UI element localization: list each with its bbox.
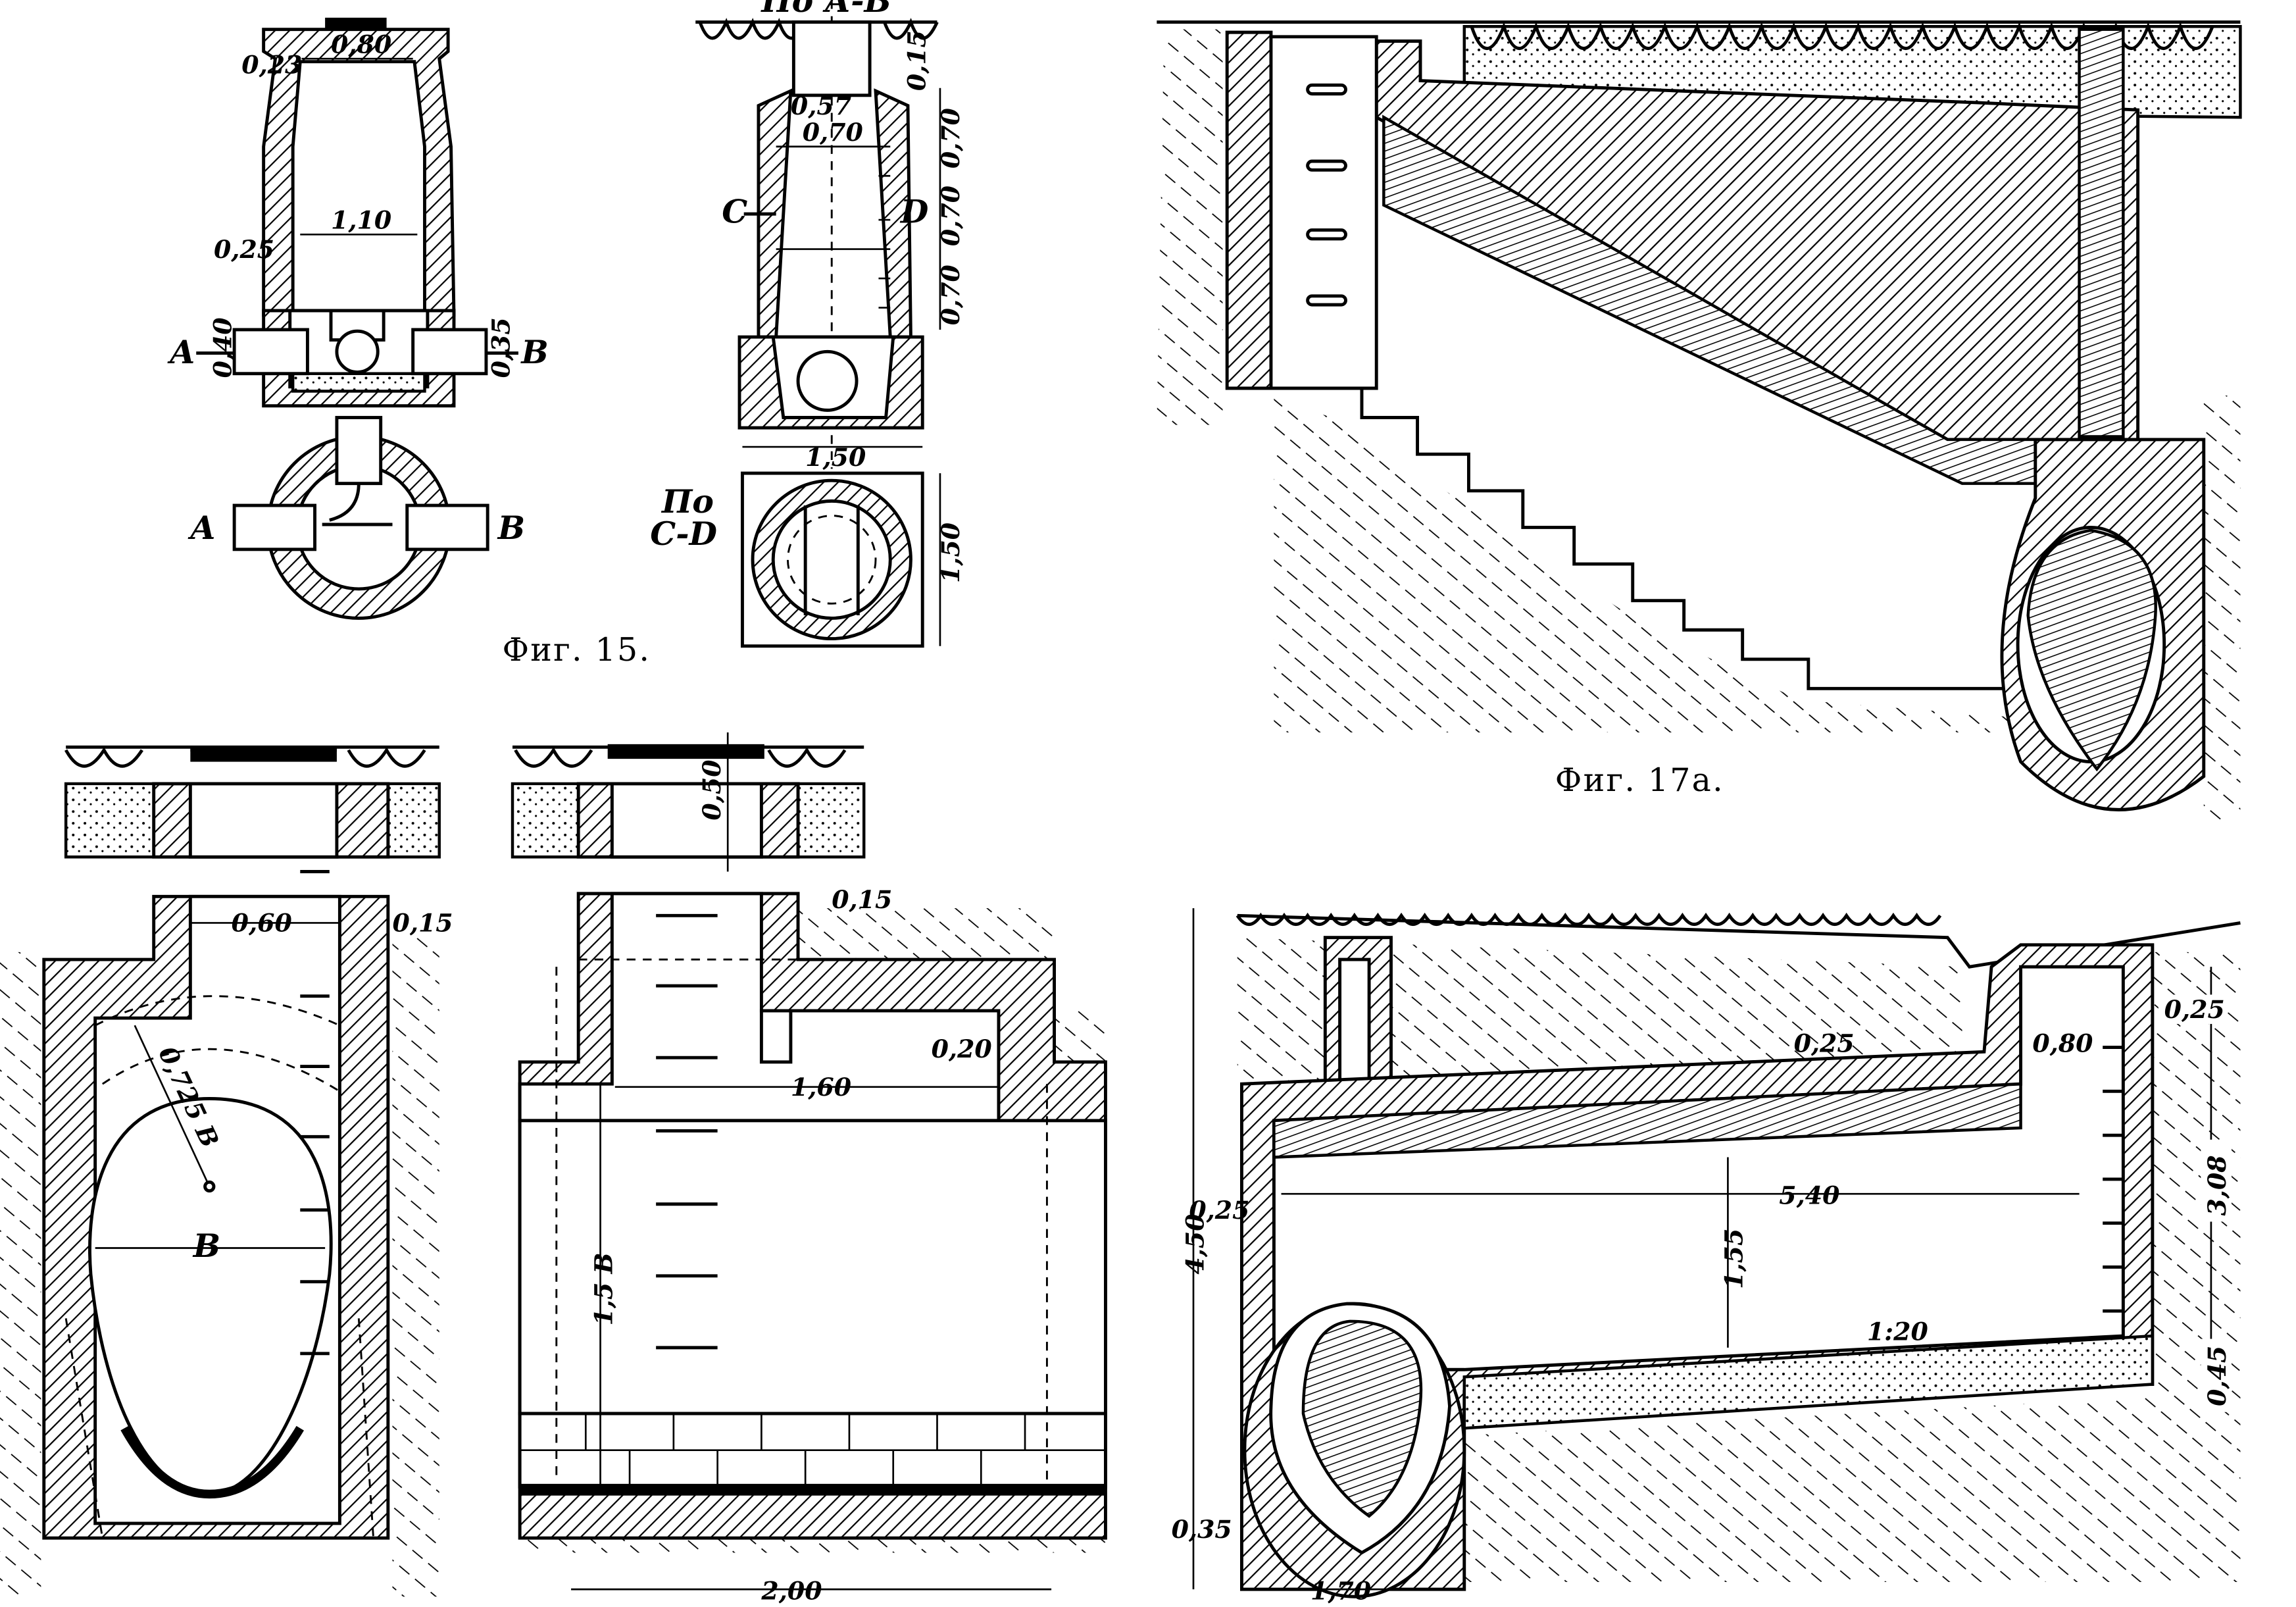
fig17a-stair-chamber xyxy=(1157,20,2242,821)
dim-label: 1,10 xyxy=(331,205,391,234)
dim-label: 0,23 xyxy=(241,49,302,79)
dim-label: 0,57 xyxy=(791,91,851,120)
dim-label: 0,35 xyxy=(486,317,516,378)
label-backdrop xyxy=(2201,1339,2232,1412)
dim-label: 1,55 xyxy=(1719,1229,1749,1289)
dim-label: 0,25 xyxy=(214,234,274,264)
plan-title: С-D xyxy=(650,515,717,553)
ball-valve xyxy=(335,329,380,374)
section-marker-c: C xyxy=(722,192,747,230)
fig15-manhole-plan-cd: По С-D 1,50 xyxy=(650,471,965,648)
dim-label: 0,25 xyxy=(1189,1195,1249,1225)
outlet-pipe-b xyxy=(411,328,488,376)
dim-label: B xyxy=(192,1227,220,1265)
ladder-rungs xyxy=(2103,1046,2124,1313)
plan-marker-b: B xyxy=(497,509,525,547)
fig15-manhole-section-ab: 0,23 0,80 0,25 1,10 0,40 0,35 A B xyxy=(167,17,549,408)
rectangular-chamber-section: 0,50 0,15 0,20 1,60 1,5 B 2,00 xyxy=(511,732,1107,1606)
ladder-rungs xyxy=(656,913,718,1350)
vent-pipe xyxy=(2078,28,2125,438)
ladder-rungs xyxy=(1306,83,1347,307)
dim-label: 0,15 xyxy=(393,908,453,938)
egg-sewer-chamber-section: 0,60 0,15 0,725 B B xyxy=(0,745,453,1597)
fig15-manhole-section-cd: По А-В 0,57 0,70 0,15 0,70 0,70 0,70 C D… xyxy=(695,0,965,472)
figure-caption-17a: Фиг. 17a. xyxy=(1555,761,1724,799)
dim-label: 0,45 xyxy=(2202,1346,2232,1406)
dim-label: 0,80 xyxy=(331,29,391,59)
dim-label: 1,70 xyxy=(1310,1576,1371,1606)
dim-label: 0,35 xyxy=(1172,1514,1232,1544)
inlet-pipe-a xyxy=(232,328,309,376)
dim-label: 0,40 xyxy=(208,317,237,378)
label-backdrop xyxy=(2201,1139,2232,1222)
figure-caption-15: Фиг. 15. xyxy=(502,631,651,669)
dim-label: 1,60 xyxy=(791,1072,851,1102)
dim-label: 0,50 xyxy=(697,759,726,820)
dim-label: 1:20 xyxy=(1867,1317,1928,1346)
dim-label: 4,50 xyxy=(1180,1213,1210,1274)
dim-label: 0,80 xyxy=(2032,1028,2093,1058)
dim-label: 3,08 xyxy=(2202,1155,2232,1215)
dim-label: 0,70 xyxy=(803,117,863,147)
dim-label: 0,15 xyxy=(902,30,932,91)
section-marker-a: A xyxy=(167,333,195,371)
dim-label: 0,25 xyxy=(1794,1028,1855,1058)
plan-marker-a: A xyxy=(187,509,215,547)
dim-label: 5,40 xyxy=(1779,1181,1839,1210)
dim-label: 0,20 xyxy=(932,1034,992,1063)
dim-label: 1,5 B xyxy=(588,1253,618,1326)
overflow-chamber-section: 4,50 0,25 0,25 0,80 0,25 5,40 1,55 1:20 … xyxy=(1172,908,2241,1606)
section-marker-b: B xyxy=(520,333,548,371)
dim-label: 0,15 xyxy=(832,884,892,914)
label-backdrop xyxy=(2158,994,2223,1024)
dim-label: 0,25 xyxy=(2164,994,2225,1024)
section-title: По А-В xyxy=(760,0,891,20)
plan-title: По xyxy=(661,482,714,521)
pipe-section xyxy=(796,349,859,412)
dim-label: 2,00 xyxy=(761,1576,822,1606)
section-marker-d: D xyxy=(899,192,929,230)
dim-label: 0,60 xyxy=(232,908,292,938)
fig15-manhole-plan: A B xyxy=(187,416,525,620)
ladder-rungs xyxy=(300,870,330,1356)
